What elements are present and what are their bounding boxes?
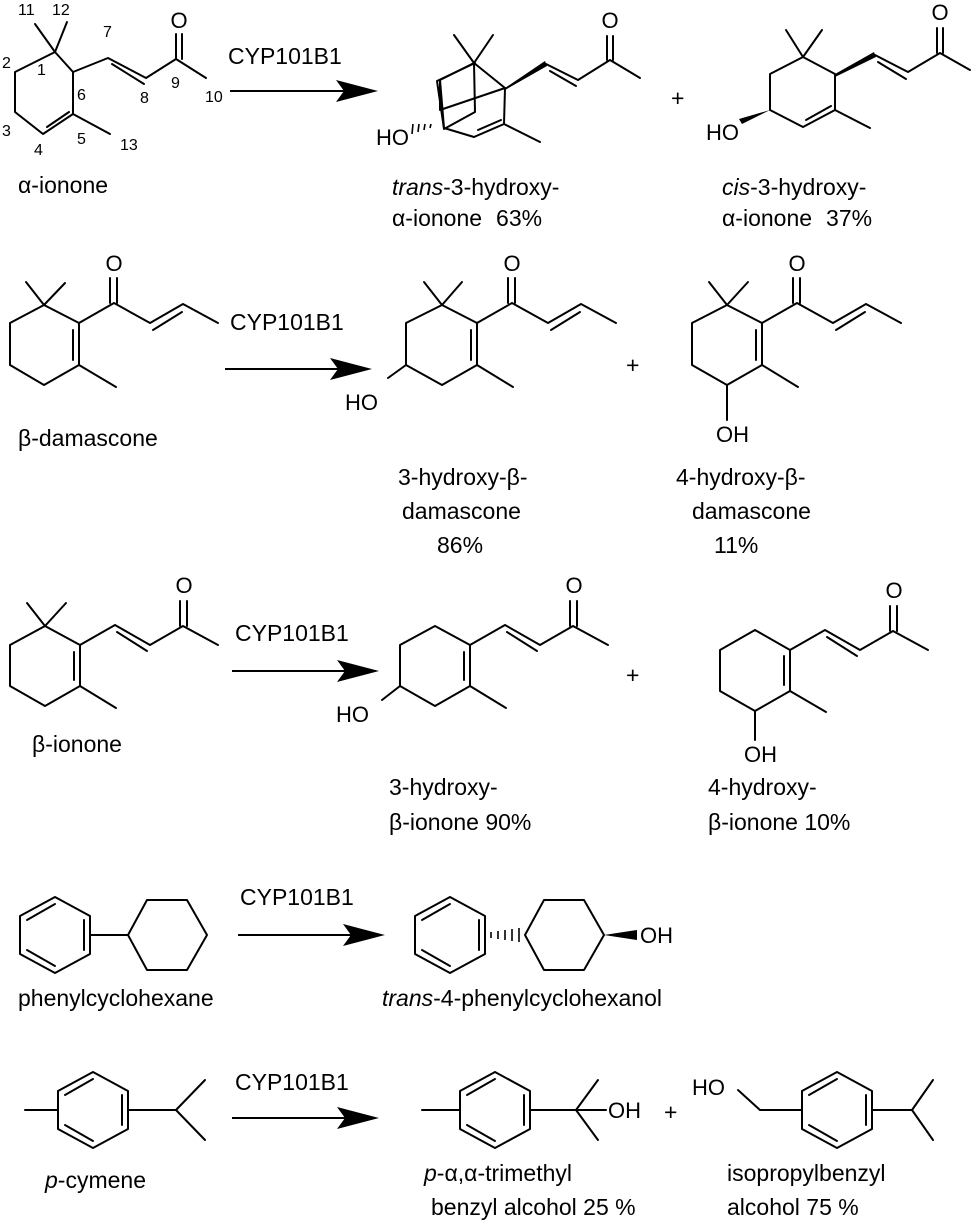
product-name: trans-4-phenylcyclohexanol	[382, 985, 662, 1011]
oxygen-label: O	[170, 8, 187, 33]
4-hydroxy-beta-ionone-structure	[719, 605, 929, 741]
product-name: p-α,α-trimethyl	[423, 1160, 572, 1186]
atom-number: 5	[77, 131, 86, 148]
oxygen-label: O	[931, 0, 948, 25]
cis-3-hydroxy-alpha-ionone-structure	[739, 27, 971, 129]
product-name-line2: damascone	[692, 498, 811, 524]
substrate-name: phenylcyclohexane	[18, 985, 214, 1011]
product-name: isopropylbenzyl	[727, 1160, 886, 1186]
product-name: 3-hydroxy-	[389, 774, 498, 800]
atom-number: 10	[205, 89, 223, 106]
reaction-arrow	[225, 358, 372, 380]
atom-number: 1	[37, 62, 46, 79]
hydroxyl-label: OH	[744, 742, 777, 767]
plus-sign: +	[664, 1099, 677, 1125]
product-yield: 11%	[714, 532, 758, 558]
oxygen-label: O	[601, 8, 618, 33]
name-suffix: -3-hydroxy-	[443, 174, 559, 200]
oxygen-label: O	[788, 251, 805, 276]
substrate-name: α-ionone	[18, 172, 108, 198]
atom-number: 3	[2, 123, 11, 140]
p-alpha-alpha-trimethylbenzyl-alcohol-structure	[421, 1071, 607, 1149]
oxygen-label: O	[565, 573, 582, 598]
hydroxyl-label: HO	[336, 702, 369, 727]
plus-sign: +	[626, 662, 639, 688]
atom-number: 2	[2, 55, 11, 72]
product-name: 3-hydroxy-β-	[398, 464, 528, 490]
atom-number: 11	[18, 2, 35, 19]
product-name-line2: β-ionone 10%	[708, 809, 850, 835]
product-name-line2: α-ionone 63%	[392, 205, 542, 231]
oxygen-label: O	[503, 251, 520, 276]
stereo-prefix: trans	[382, 985, 434, 1011]
beta-damascone-structure	[9, 277, 219, 388]
name-line2: α-ionone	[392, 205, 482, 231]
enzyme-label: CYP101B1	[235, 620, 349, 646]
product-yield: 63%	[496, 205, 542, 231]
atom-number: 7	[103, 24, 112, 41]
hydroxyl-label: HO	[706, 120, 739, 145]
product-name: cis-3-hydroxy-	[722, 174, 866, 200]
p-cymene-structure	[24, 1071, 206, 1149]
product-yield: 37%	[826, 205, 872, 231]
product-yield: 86%	[437, 532, 483, 558]
name-suffix: -3-hydroxy-	[750, 174, 866, 200]
oxygen-label: O	[885, 578, 902, 603]
plus-sign: +	[671, 85, 684, 111]
hydroxyl-label: HO	[345, 390, 378, 415]
product-name-line2: β-ionone 90%	[389, 809, 531, 835]
hydroxyl-label: OH	[716, 422, 749, 447]
reaction-arrow	[232, 660, 379, 682]
product-name-line2: α-ionone 37%	[722, 205, 872, 231]
product-name: 4-hydroxy-	[708, 774, 817, 800]
trans-3-hydroxy-alpha-ionone-structure	[411, 34, 641, 143]
hydroxyl-label: HO	[692, 1075, 725, 1100]
atom-numbering: 11 12 1 2 3 4 6 5 7 8 9 10 13	[2, 2, 223, 159]
oxygen-label: O	[175, 573, 192, 598]
4-hydroxy-beta-damascone-structure	[691, 277, 902, 421]
enzyme-label: CYP101B1	[228, 43, 342, 69]
enzyme-label: CYP101B1	[230, 309, 344, 335]
isopropylbenzyl-alcohol-structure	[737, 1071, 934, 1149]
reaction-arrow	[232, 1107, 379, 1129]
plus-sign: +	[626, 352, 639, 378]
oxygen-label: O	[105, 251, 122, 276]
name-suffix: -α,α-trimethyl	[437, 1160, 572, 1186]
substrate-name: p-cymene	[44, 1167, 146, 1193]
reaction-arrow	[238, 924, 385, 946]
hydroxyl-label: OH	[640, 923, 673, 948]
atom-number: 4	[34, 142, 43, 159]
para-prefix: p	[423, 1160, 437, 1186]
name-suffix: -cymene	[58, 1167, 146, 1193]
para-prefix: p	[44, 1167, 58, 1193]
product-name-line2: alcohol 75 %	[727, 1194, 859, 1220]
enzyme-label: CYP101B1	[235, 1069, 349, 1095]
substrate-name: β-ionone	[32, 731, 122, 757]
hydroxyl-label: OH	[608, 1098, 641, 1123]
product-name: trans-3-hydroxy-	[392, 174, 559, 200]
name-line2: α-ionone	[722, 205, 812, 231]
3-hydroxy-beta-damascone-structure	[387, 277, 617, 388]
product-name-line2: benzyl alcohol 25 %	[431, 1194, 636, 1220]
stereo-prefix: trans	[392, 174, 444, 200]
phenylcyclohexane-structure	[19, 896, 208, 974]
atom-number: 13	[120, 137, 138, 154]
alpha-ionone-structure	[14, 21, 207, 135]
enzyme-label: CYP101B1	[240, 884, 354, 910]
atom-number: 12	[52, 2, 70, 19]
product-name-line2: damascone	[402, 498, 521, 524]
stereo-prefix: cis	[722, 174, 751, 200]
substrate-name: β-damascone	[18, 425, 158, 451]
atom-number: 6	[77, 87, 86, 104]
atom-number: 8	[140, 90, 149, 107]
trans-4-phenylcyclohexanol-structure	[414, 896, 637, 974]
3-hydroxy-beta-ionone-structure	[381, 600, 609, 709]
hydroxyl-label: HO	[376, 125, 409, 150]
reaction-arrow	[230, 80, 378, 102]
atom-number: 9	[171, 75, 180, 92]
beta-ionone-structure	[9, 600, 219, 709]
name-suffix: -4-phenylcyclohexanol	[433, 985, 662, 1011]
product-name: 4-hydroxy-β-	[676, 464, 806, 490]
